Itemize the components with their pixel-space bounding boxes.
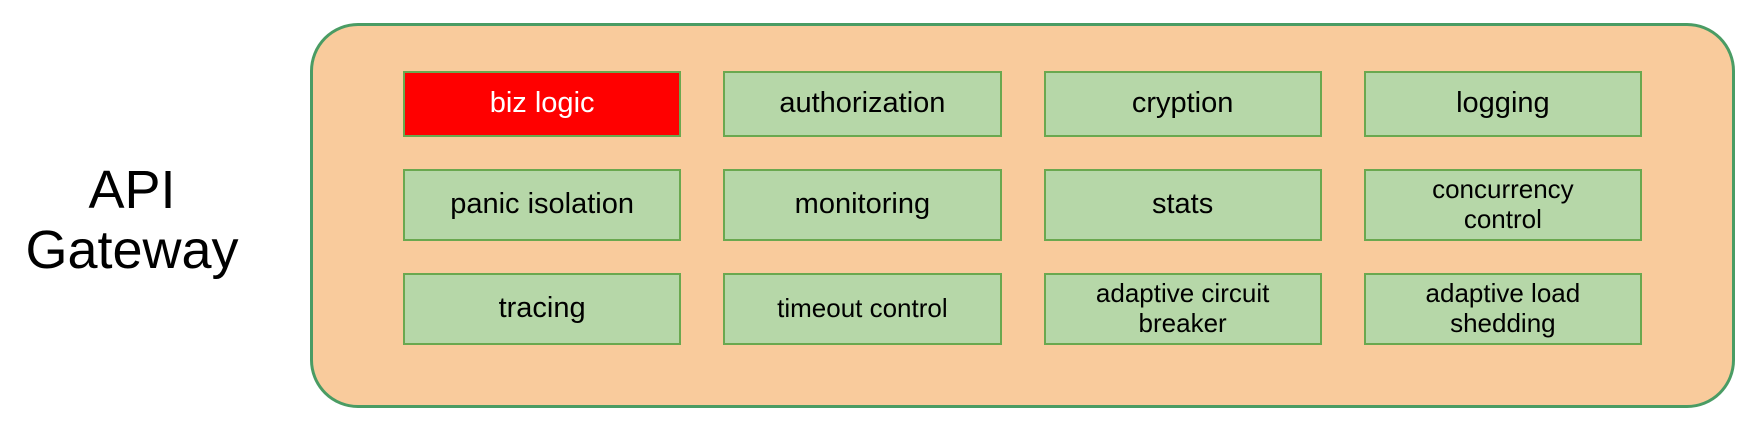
module-label: timeout control <box>777 293 948 324</box>
module-label: monitoring <box>794 188 931 221</box>
module-box-adaptive-load-shedding: adaptive load shedding <box>1363 273 1642 345</box>
module-box-adaptive-circuit-breaker: adaptive circuit breaker <box>1043 273 1322 345</box>
api-gateway-title: API Gateway <box>25 160 239 281</box>
module-box-authorization: authorization <box>723 71 1002 137</box>
module-box-stats: stats <box>1043 169 1322 241</box>
module-box-tracing: tracing <box>403 273 682 345</box>
module-label: panic isolation <box>450 188 635 221</box>
module-box-concurrency-control: concurrency control <box>1363 169 1642 241</box>
module-grid: biz logic authorization cryption logging… <box>313 26 1732 405</box>
module-label: concurrency control <box>1432 174 1574 234</box>
module-label: adaptive load shedding <box>1425 278 1581 338</box>
module-label: biz logic <box>489 87 595 120</box>
module-label: authorization <box>779 87 946 120</box>
module-box-biz-logic: biz logic <box>403 71 682 137</box>
module-label: tracing <box>498 292 586 325</box>
module-box-cryption: cryption <box>1043 71 1322 137</box>
api-gateway-container: biz logic authorization cryption logging… <box>310 23 1735 408</box>
module-label: logging <box>1456 87 1550 120</box>
module-label: cryption <box>1131 87 1234 120</box>
module-box-panic-isolation: panic isolation <box>403 169 682 241</box>
module-box-logging: logging <box>1363 71 1642 137</box>
module-label: stats <box>1152 188 1214 221</box>
module-label: adaptive circuit breaker <box>1095 278 1270 338</box>
module-box-monitoring: monitoring <box>723 169 1002 241</box>
module-box-timeout-control: timeout control <box>723 273 1002 345</box>
